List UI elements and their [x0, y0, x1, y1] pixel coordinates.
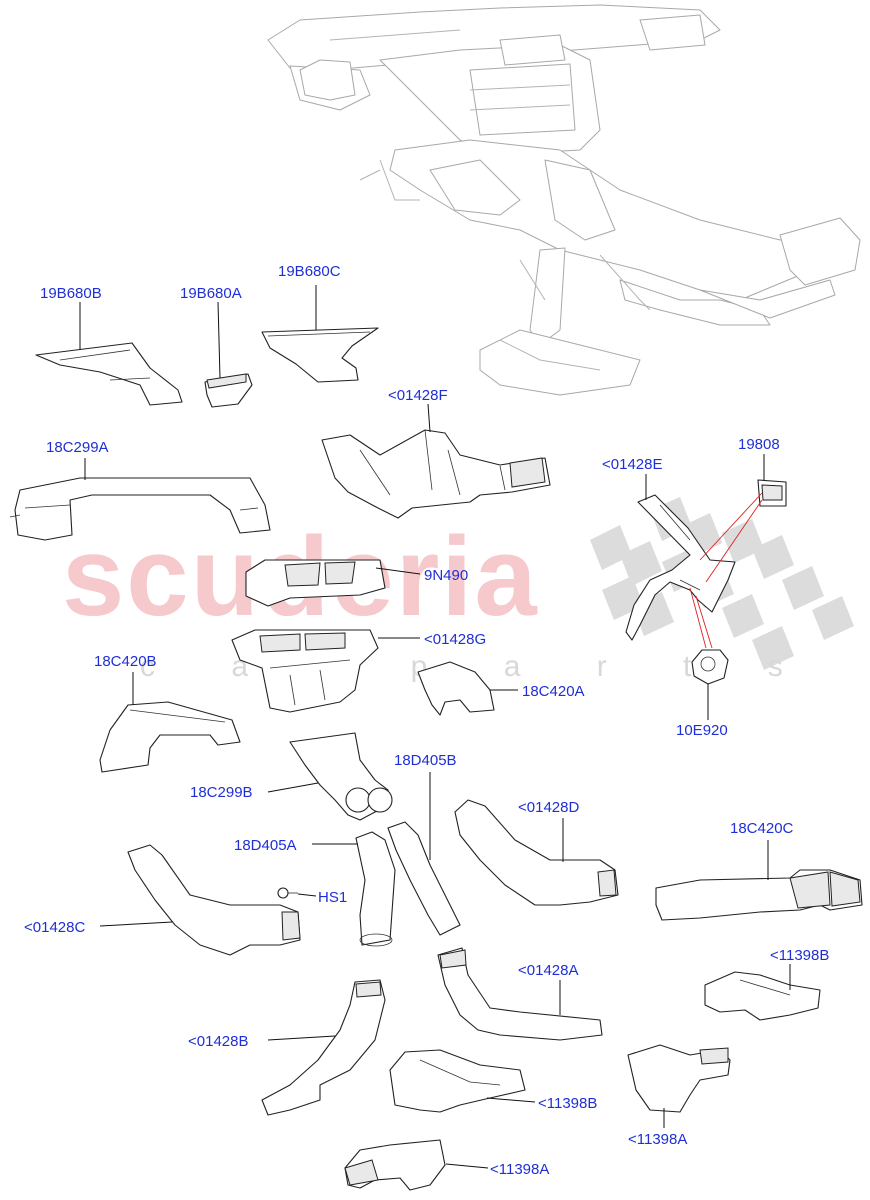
part-01428F-duct [321, 429, 551, 519]
label-18C299A: 18C299A [46, 439, 109, 456]
leader-lines [79, 285, 791, 1169]
label-01428G: <01428G [424, 631, 486, 648]
part-01428G-housing [231, 629, 379, 713]
part-11398B-mid-duct [389, 1049, 526, 1113]
watermark: scuderia c a r p a r t s [62, 497, 854, 683]
label-HS1: HS1 [318, 889, 347, 906]
part-18C420A-duct [417, 661, 495, 716]
part-11398A-bottom-duct [344, 1139, 446, 1191]
label-10E920: 10E920 [676, 722, 728, 739]
label-19B680A: 19B680A [180, 285, 242, 302]
label-18C420C: 18C420C [730, 820, 794, 837]
label-18C420B: 18C420B [94, 653, 157, 670]
callout-labels: 19B680B 19B680A 19B680C <01428F 18C299A … [24, 263, 829, 1178]
label-11398B-right: <11398B [770, 947, 829, 964]
label-18D405A: 18D405A [234, 837, 297, 854]
part-19808-sensor [757, 479, 787, 507]
label-18C420A: 18C420A [522, 683, 585, 700]
part-HS1-screw [277, 887, 298, 899]
label-19808: 19808 [738, 436, 780, 453]
part-10E920-motor [691, 649, 729, 685]
label-11398A-bottom: <11398A [490, 1161, 549, 1178]
label-18D405B: 18D405B [394, 752, 457, 769]
part-01428B-duct [261, 979, 386, 1116]
part-18D405B-duct [387, 821, 461, 936]
part-11398B-right-duct [704, 971, 821, 1021]
label-11398A-right: <11398A [628, 1131, 687, 1148]
label-01428B: <01428B [188, 1033, 248, 1050]
part-18C299B-duct [289, 732, 393, 821]
label-01428F: <01428F [388, 387, 448, 404]
label-01428D: <01428D [518, 799, 579, 816]
part-18C299A-duct [9, 477, 271, 541]
label-01428E: <01428E [602, 456, 662, 473]
part-01428A-duct [437, 947, 603, 1041]
label-01428A: <01428A [518, 962, 578, 979]
part-19B680B-duct [35, 342, 183, 406]
part-18C420C-duct [655, 869, 863, 921]
label-19B680C: 19B680C [278, 263, 341, 280]
part-9N490-vent-grille [245, 559, 386, 607]
part-01428E-bracket [625, 494, 736, 641]
label-9N490: 9N490 [424, 567, 468, 584]
part-01428C-duct [127, 844, 301, 956]
label-01428C: <01428C [24, 919, 85, 936]
part-18C420B-duct [99, 701, 241, 773]
part-19B680C-duct [261, 327, 379, 383]
part-11398A-right-duct [627, 1044, 731, 1113]
part-19B680A-vent [204, 373, 253, 408]
label-18C299B: 18C299B [190, 784, 253, 801]
part-01428D-duct [454, 799, 619, 906]
part-18D405A-duct [355, 831, 396, 947]
label-11398B-mid: <11398B [538, 1095, 597, 1112]
label-19B680B: 19B680B [40, 285, 102, 302]
dashboard-assembly-ghost [267, 4, 861, 396]
